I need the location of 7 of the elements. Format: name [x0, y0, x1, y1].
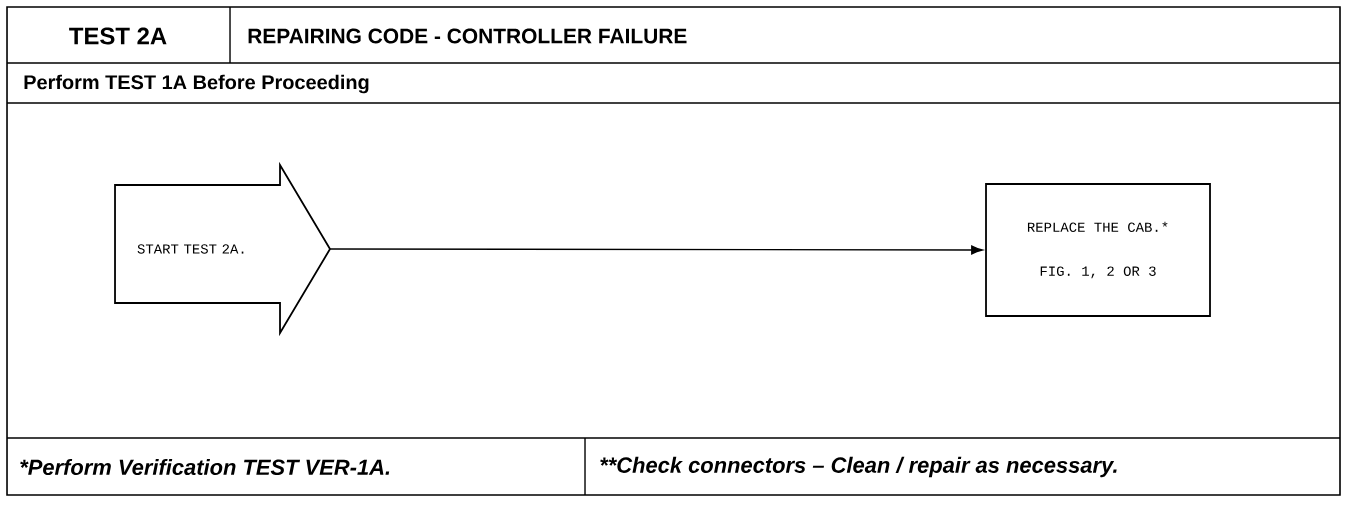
arrow [329, 245, 983, 255]
process-box: REPLACE THE CAB.* FIG. 1, 2 OR 3 [985, 183, 1211, 317]
note-text: **Check connectors – Clean / repair as necessary. [600, 456, 1117, 478]
title-text: REPAIRING CODE - CONTROLLER FAILURE [248, 28, 687, 44]
note-text: *Perform Verification TEST VER-1A. [20, 458, 390, 476]
test-label: TEST 2A [69, 27, 167, 45]
subheading-text: Perform TEST 1A Before Proceeding [24, 74, 369, 94]
